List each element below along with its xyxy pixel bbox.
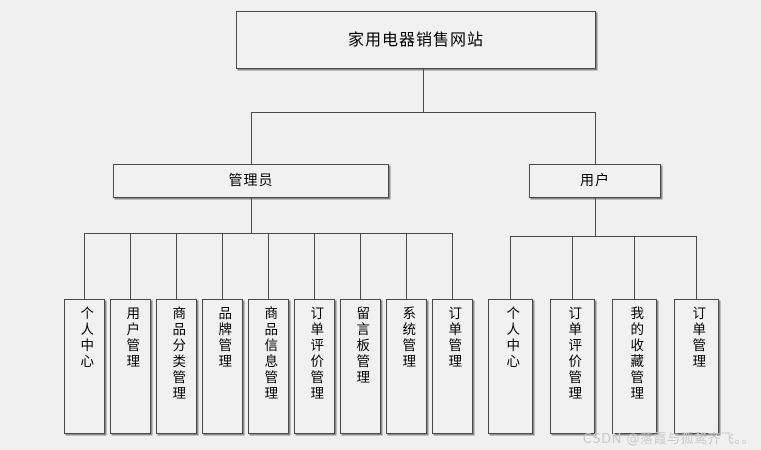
node-leaf-admin-6-label: 订单评价管理: [307, 306, 324, 402]
connector-root-stem: [423, 69, 424, 112]
node-leaf-user-3-label: 我的收藏管理: [627, 306, 644, 402]
node-leaf-admin-5-label: 商品信息管理: [261, 306, 278, 402]
connector-admin-drop-4: [222, 233, 223, 299]
connector-level2-bus: [251, 112, 596, 113]
connector-admin-drop-8: [406, 233, 407, 299]
node-branch-user[interactable]: 用户: [529, 164, 661, 198]
node-leaf-user-2[interactable]: 订单评价管理: [550, 299, 595, 434]
watermark-text: CSDN @落霞与孤鹜齐飞。。: [582, 432, 755, 447]
node-branch-admin[interactable]: 管理员: [113, 164, 389, 198]
connector-admin-drop-9: [452, 233, 453, 299]
node-leaf-admin-1-label: 个人中心: [77, 306, 94, 370]
connector-user-drop-1: [510, 236, 511, 299]
node-leaf-admin-8[interactable]: 系统管理: [386, 299, 427, 434]
node-root-label: 家用电器销售网站: [347, 29, 484, 49]
node-leaf-user-1[interactable]: 个人中心: [488, 299, 533, 434]
node-leaf-admin-9[interactable]: 订单管理: [432, 299, 473, 434]
node-branch-admin-label: 管理员: [228, 172, 274, 189]
node-leaf-user-2-label: 订单评价管理: [565, 306, 582, 402]
connector-user-drop-3: [634, 236, 635, 299]
node-leaf-admin-5[interactable]: 商品信息管理: [248, 299, 289, 434]
connector-user-stem: [595, 198, 596, 236]
node-leaf-admin-9-label: 订单管理: [445, 306, 462, 370]
node-leaf-admin-4-label: 品牌管理: [215, 306, 232, 370]
node-leaf-admin-7-label: 留言板管理: [353, 306, 370, 386]
node-branch-user-label: 用户: [580, 172, 610, 189]
connector-admin-drop-2: [130, 233, 131, 299]
connector-drop-user: [595, 112, 596, 164]
connector-drop-admin: [251, 112, 252, 164]
node-leaf-user-1-label: 个人中心: [503, 306, 520, 370]
connector-user-drop-2: [572, 236, 573, 299]
connector-user-drop-4: [696, 236, 697, 299]
connector-admin-drop-3: [176, 233, 177, 299]
node-leaf-user-3[interactable]: 我的收藏管理: [612, 299, 657, 434]
node-leaf-admin-8-label: 系统管理: [399, 306, 416, 370]
connector-user-bus: [510, 236, 696, 237]
node-leaf-admin-1[interactable]: 个人中心: [64, 299, 105, 434]
node-leaf-user-4[interactable]: 订单管理: [674, 299, 719, 434]
connector-admin-drop-5: [268, 233, 269, 299]
node-leaf-user-4-label: 订单管理: [689, 306, 706, 370]
connector-admin-drop-6: [314, 233, 315, 299]
node-leaf-admin-3[interactable]: 商品分类管理: [156, 299, 197, 434]
node-root[interactable]: 家用电器销售网站: [236, 11, 596, 69]
node-leaf-admin-4[interactable]: 品牌管理: [202, 299, 243, 434]
node-leaf-admin-6[interactable]: 订单评价管理: [294, 299, 335, 434]
connector-admin-drop-7: [360, 233, 361, 299]
connector-admin-drop-1: [84, 233, 85, 299]
node-leaf-admin-3-label: 商品分类管理: [169, 306, 186, 402]
connector-admin-stem: [251, 198, 252, 233]
node-leaf-admin-2[interactable]: 用户管理: [110, 299, 151, 434]
node-leaf-admin-2-label: 用户管理: [123, 306, 140, 370]
node-leaf-admin-7[interactable]: 留言板管理: [340, 299, 381, 434]
